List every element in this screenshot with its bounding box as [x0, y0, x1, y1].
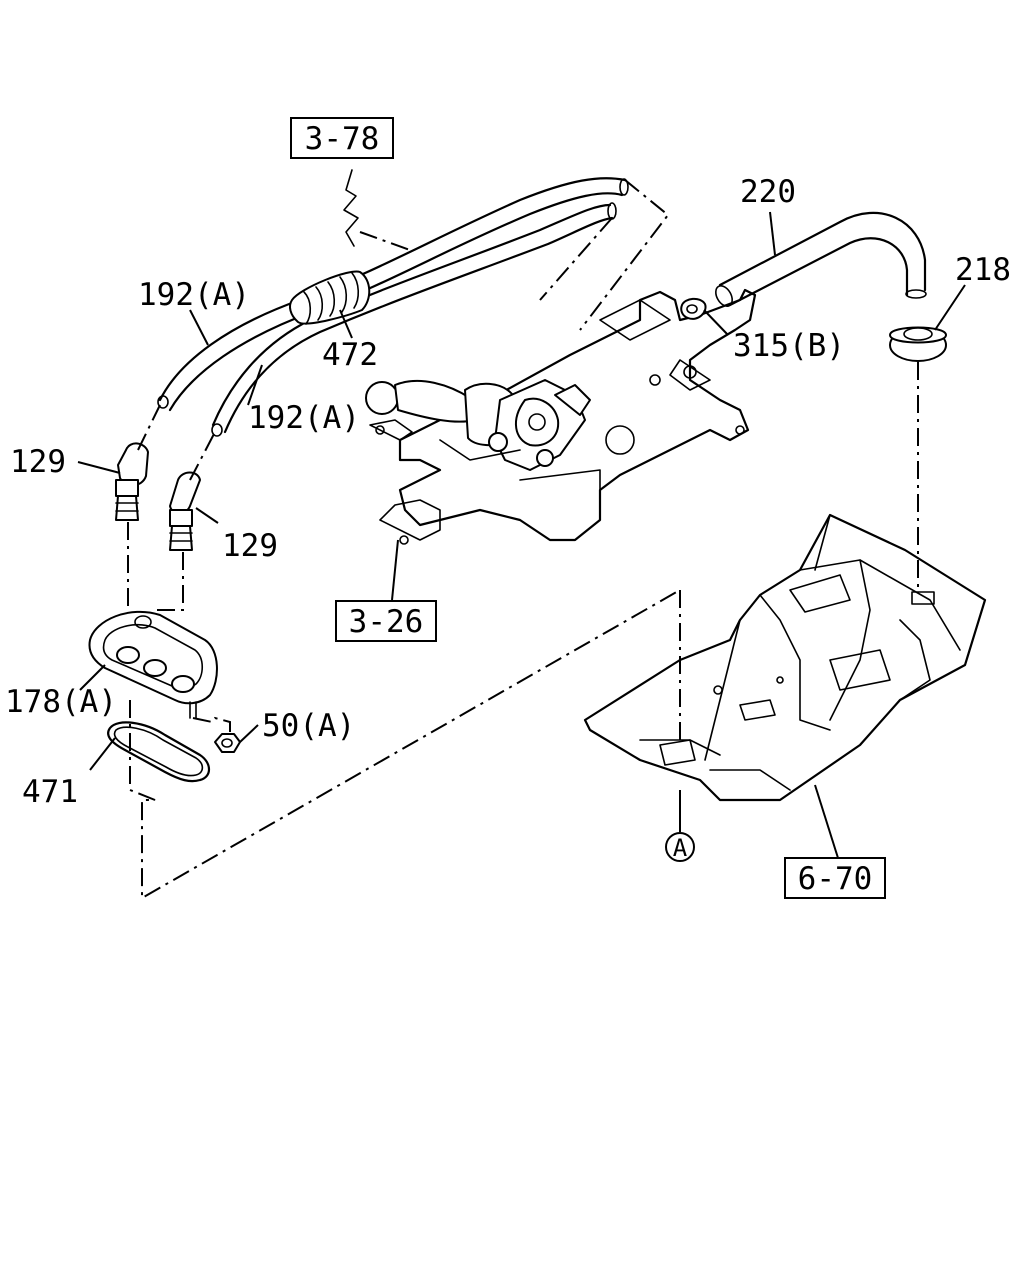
leader-192a-mid	[247, 364, 263, 406]
hose-192a-upper	[157, 177, 629, 412]
leader-472	[339, 309, 353, 339]
reference-3-26[interactable]: 3-26	[335, 600, 437, 642]
dashline-plate-down	[129, 589, 681, 900]
label-220: 220	[740, 174, 796, 210]
leader-6-70	[814, 784, 839, 859]
label-192a-mid: 192(A)	[248, 400, 360, 436]
label-192a-top: 192(A)	[138, 277, 250, 313]
elbow-fitting-129-left	[115, 442, 149, 521]
leader-220	[769, 211, 776, 256]
label-129-right: 129	[222, 528, 278, 564]
fuel-tank	[583, 513, 987, 802]
label-472: 472	[322, 337, 378, 373]
marker-circle-a-label: A	[673, 834, 688, 862]
cut-marker	[343, 169, 359, 247]
vacuum-pump-body	[365, 379, 601, 491]
nut-50a	[214, 733, 241, 753]
hose-192a-lower	[211, 202, 617, 437]
leader-192a-top	[189, 309, 209, 346]
reference-3-78[interactable]: 3-78	[290, 117, 394, 159]
gasket-471	[107, 721, 211, 783]
label-315b: 315(B)	[733, 328, 845, 364]
corrugated-clamp-472	[289, 270, 371, 325]
leader-3-26	[391, 539, 399, 601]
reference-6-70-label: 6-70	[798, 861, 873, 897]
label-471: 471	[22, 774, 78, 810]
leader-218	[934, 284, 966, 331]
label-178a: 178(A)	[5, 684, 117, 720]
reference-6-70[interactable]: 6-70	[784, 857, 886, 899]
pipe-220	[715, 211, 927, 307]
leader-129-left	[77, 461, 121, 474]
label-129-left: 129	[10, 444, 66, 480]
leader-50a	[239, 724, 259, 743]
dashline-3-78	[359, 231, 411, 251]
marker-circle-a: A	[665, 832, 695, 862]
reference-3-78-label: 3-78	[305, 121, 380, 157]
dashline-hose-mid	[539, 217, 613, 301]
vacuum-pump-bracket	[369, 288, 757, 545]
dashline-nut	[192, 716, 231, 732]
label-50a: 50(A)	[262, 708, 355, 744]
reference-3-26-label: 3-26	[349, 604, 424, 640]
leader-471	[89, 737, 116, 771]
leader-129-right	[195, 507, 219, 524]
leader-178a	[79, 664, 106, 691]
elbow-fitting-129-right	[169, 471, 201, 551]
clip-315b	[680, 297, 707, 320]
dashline-129-left-top	[137, 404, 161, 451]
label-218: 218	[955, 252, 1011, 288]
plate-178a	[88, 610, 218, 719]
grommet-218	[889, 326, 947, 362]
leader-315b	[703, 309, 729, 336]
dashline-129-right-top	[189, 431, 216, 481]
